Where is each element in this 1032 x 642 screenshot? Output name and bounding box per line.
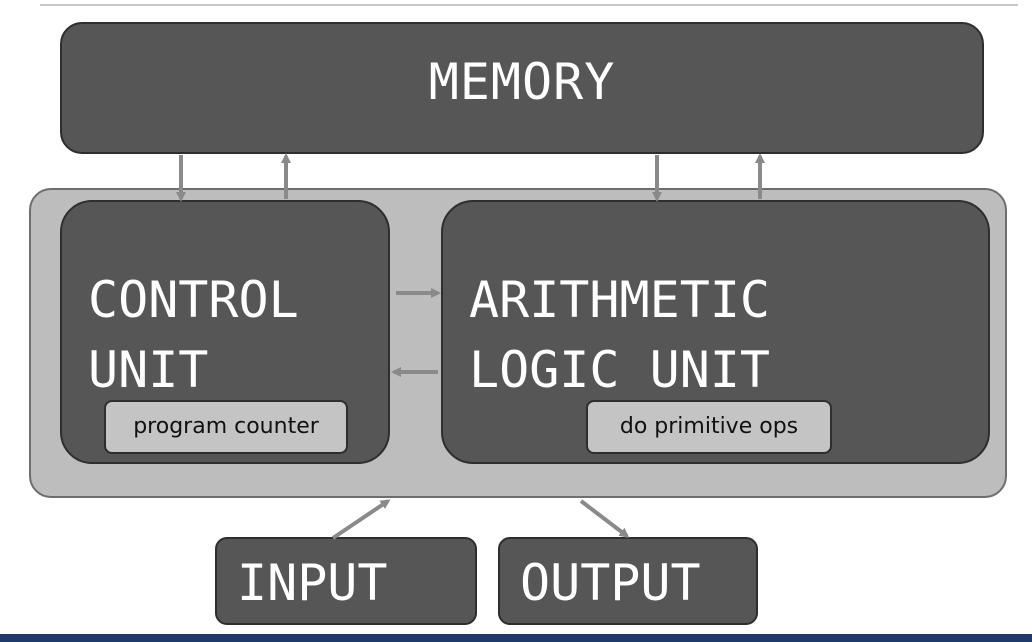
control-unit-label-line1: CONTROL bbox=[88, 271, 299, 329]
output-box: OUTPUT bbox=[498, 537, 758, 625]
arrow-input-to-cpu bbox=[331, 499, 391, 540]
top-divider bbox=[40, 4, 1018, 6]
memory-box: MEMORY bbox=[60, 22, 984, 154]
alu-label-line2: LOGIC UNIT bbox=[469, 341, 771, 399]
alu-label-line1: ARITHMETIC bbox=[469, 271, 771, 329]
input-box: INPUT bbox=[215, 537, 477, 625]
output-label: OUTPUT bbox=[520, 554, 701, 612]
control-unit-box: CONTROL UNIT program counter bbox=[60, 200, 390, 464]
alu-box: ARITHMETIC LOGIC UNIT do primitive ops bbox=[441, 200, 990, 464]
primitive-ops-pill: do primitive ops bbox=[586, 400, 832, 454]
memory-label: MEMORY bbox=[428, 53, 616, 111]
arrow-cpu-to-output bbox=[579, 499, 630, 538]
program-counter-pill: program counter bbox=[104, 400, 348, 454]
input-label: INPUT bbox=[237, 554, 388, 612]
control-unit-label-line2: UNIT bbox=[88, 341, 209, 399]
footer-bar bbox=[0, 634, 1032, 642]
